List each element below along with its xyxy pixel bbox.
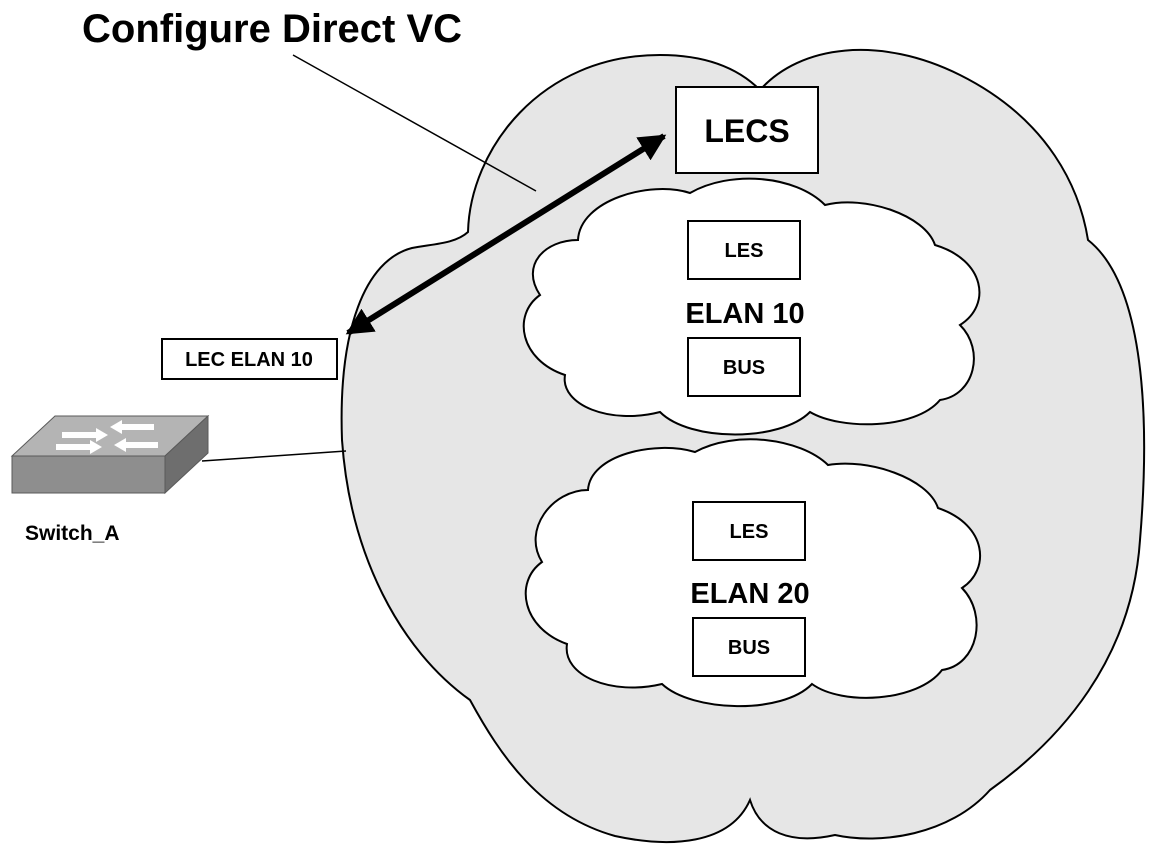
lecs-label: LECS (704, 113, 789, 149)
elan-10-name: ELAN 10 (685, 298, 804, 330)
elan-20-les-box (692, 501, 806, 561)
switch-link (201, 450, 347, 462)
diagram-title: Configure Direct VC (82, 7, 462, 51)
switch-label: Switch_A (25, 522, 120, 545)
elan-20-cloud (524, 438, 982, 708)
elan-10-les-label: LES (725, 240, 764, 262)
switch-icon (10, 414, 210, 495)
lec-box (161, 338, 338, 380)
elan-20-bus-label: BUS (728, 637, 770, 659)
elan-10-les-box (687, 220, 801, 280)
lec-label: LEC ELAN 10 (185, 349, 313, 371)
elan-10-bus-box (687, 337, 801, 397)
elan-20-name: ELAN 20 (690, 578, 809, 610)
direct-vc-arrow (345, 133, 667, 336)
lecs-box (675, 86, 819, 174)
elan-20-bus-box (692, 617, 806, 677)
elan-20-les-label: LES (730, 521, 769, 543)
elan-10-bus-label: BUS (723, 357, 765, 379)
title-leader-line (292, 54, 537, 192)
